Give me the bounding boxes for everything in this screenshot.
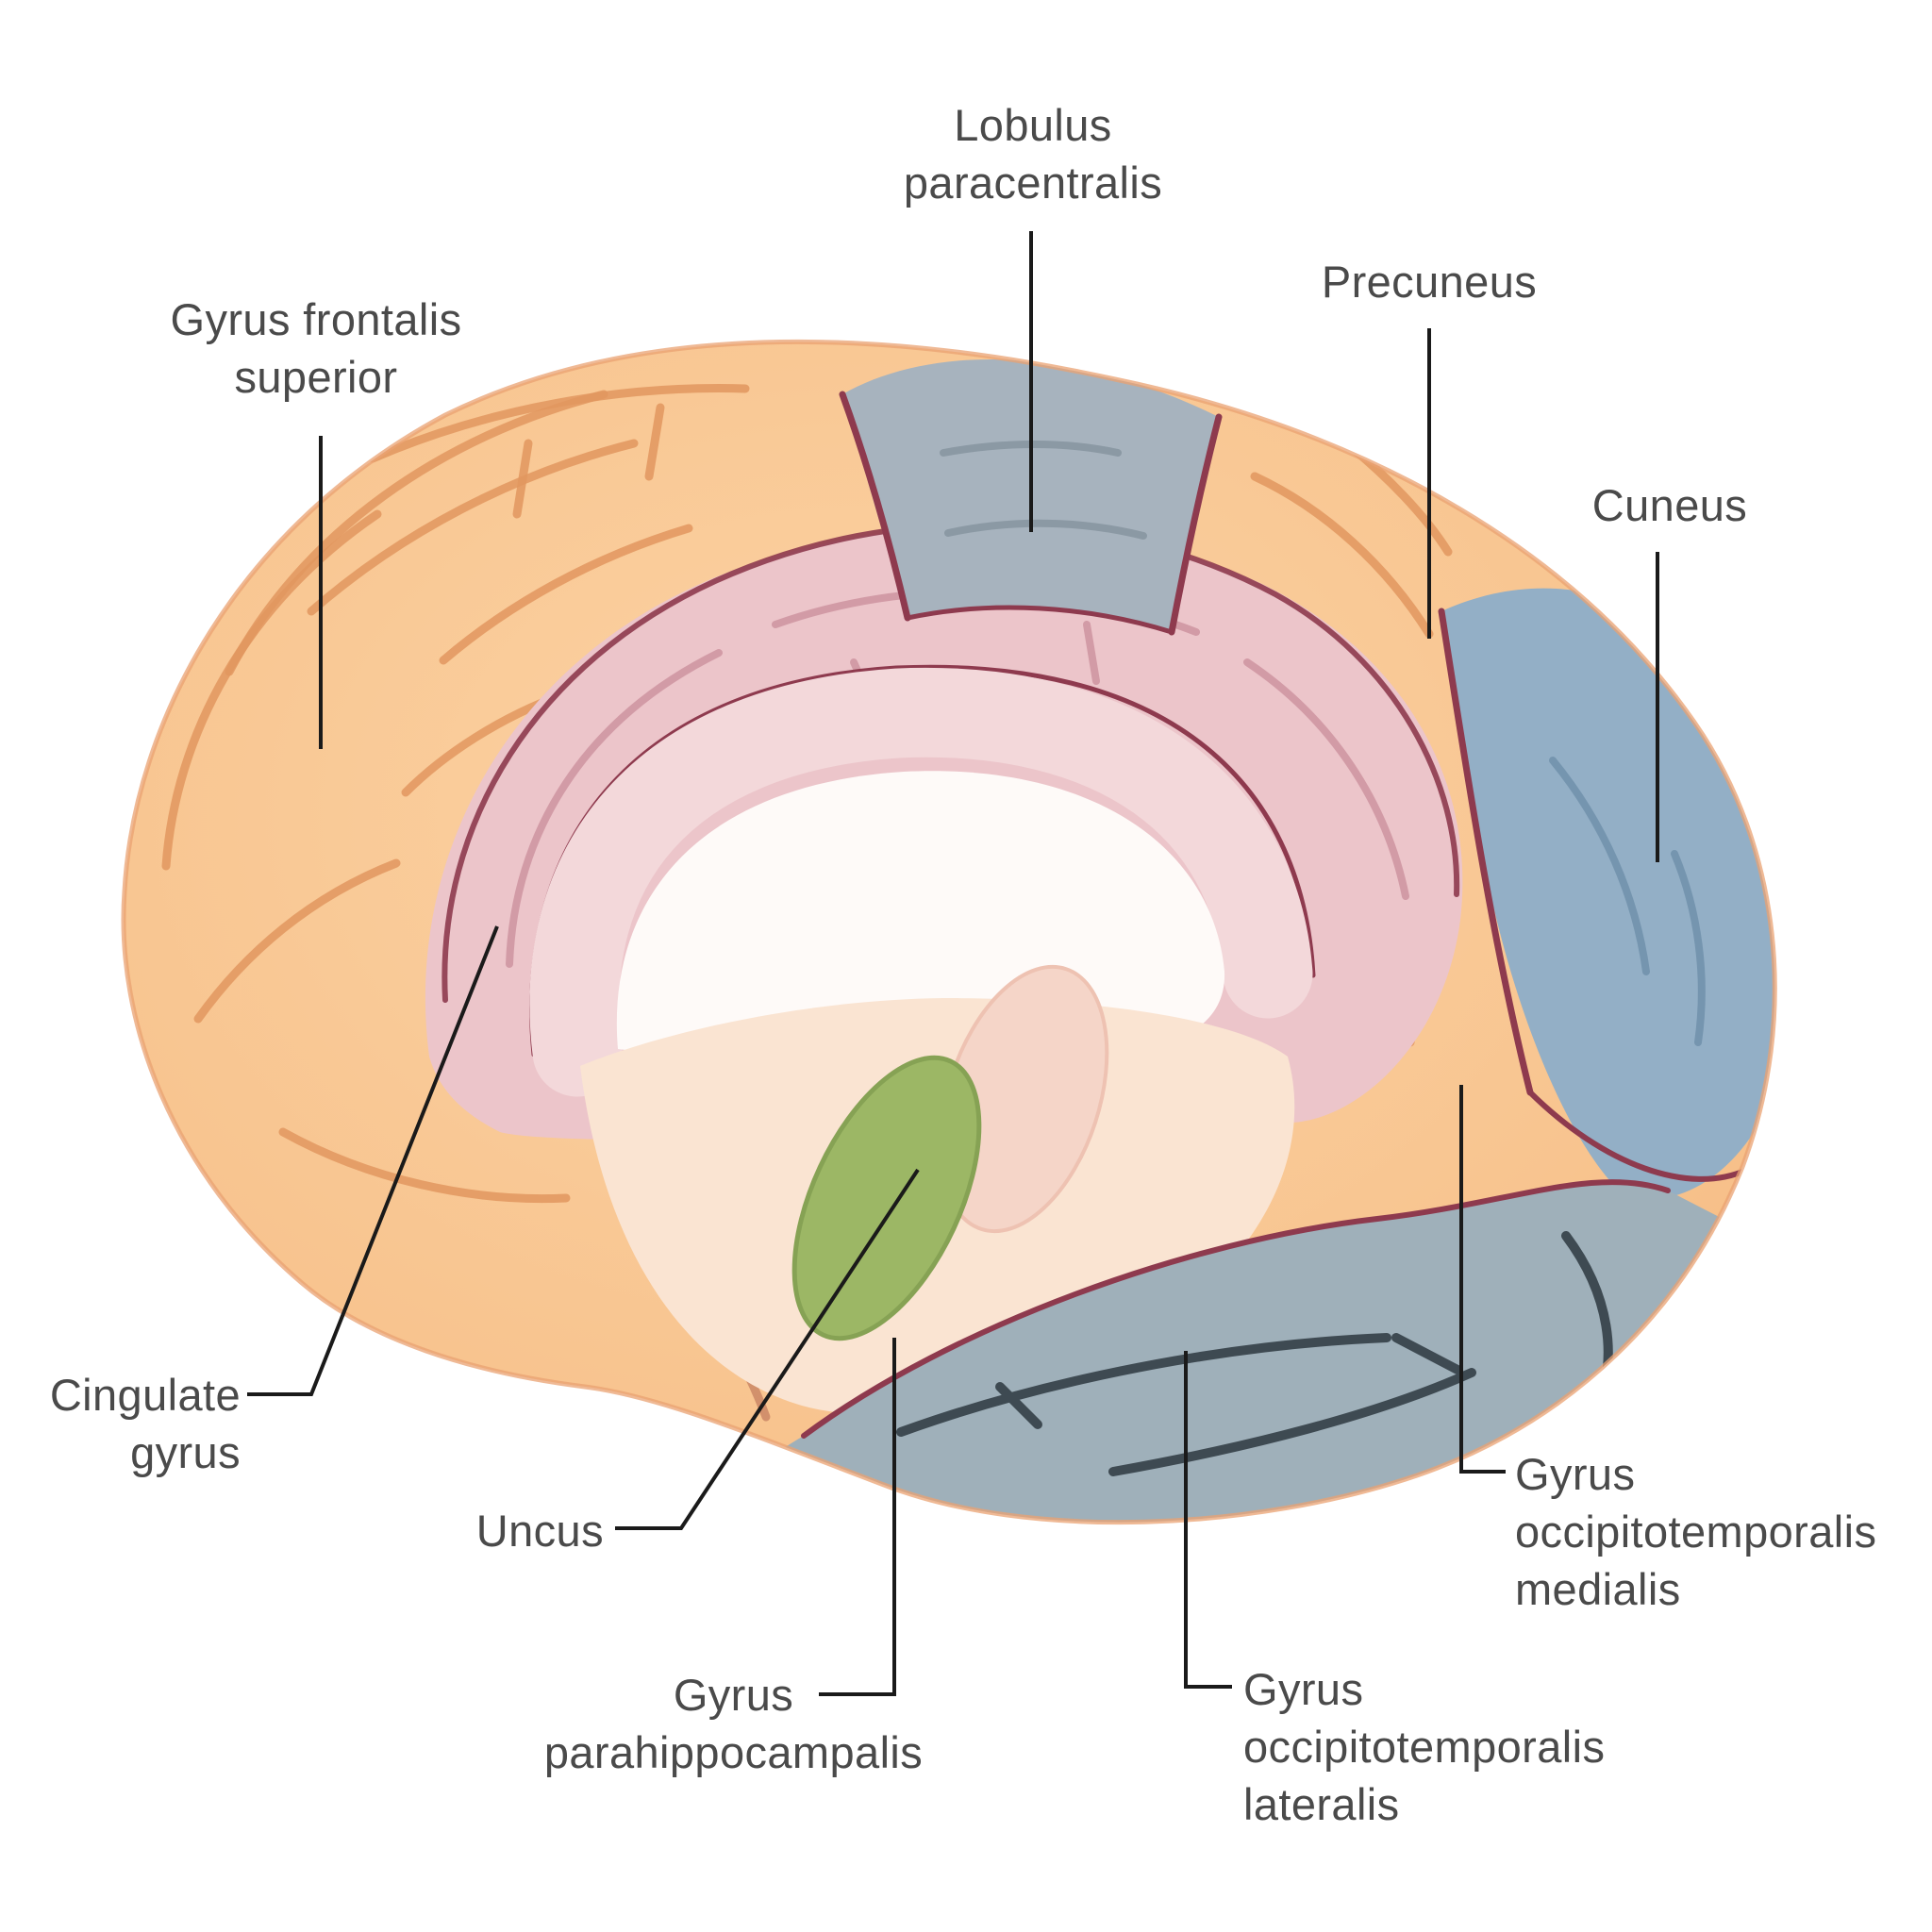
label-cuneus: Cuneus (1591, 480, 1748, 530)
frontal-sulcus-icon (307, 439, 639, 616)
paracentral-sulcus-icon (944, 519, 1147, 540)
label-precuneus: Precuneus (1321, 257, 1538, 307)
parieto-occipital-sulcus-line (1438, 608, 1534, 1096)
label-uncus: Uncus (475, 1506, 604, 1556)
label-lobulus-paracentralis: Lobulus paracentralis (903, 100, 1163, 208)
brain-outline (121, 339, 1777, 1525)
cingulate-sulcus-icon (1083, 621, 1100, 685)
frontal-sulcus-icon (644, 403, 665, 481)
leader-lines-group (247, 231, 1659, 1696)
paracentral-sulcus-icon (940, 441, 1122, 457)
label-gyrus-occipitotemporalis-medialis: Gyrus occipitotemporalis medialis (1515, 1449, 1877, 1615)
leader-uncus (615, 1168, 920, 1530)
leader-cingulate-gyrus (247, 925, 499, 1396)
corpus-callosum (529, 667, 1313, 1097)
temporal-sulcus-icon (1108, 1368, 1476, 1476)
paracentral-border-line (905, 605, 1174, 635)
temporal-sulcus-icon (995, 1382, 1042, 1429)
cuneus-sulcus-icon (1671, 850, 1706, 1046)
leader-gyrus-parahippocampalis (819, 1338, 896, 1696)
label-gyrus-occipitotemporalis-lateralis: Gyrus occipitotemporalis lateralis (1243, 1664, 1606, 1830)
brain-regions-group (123, 341, 1775, 1523)
calcarine-sulcus-line (1527, 1090, 1750, 1182)
frontal-sulcus-icon (512, 439, 533, 519)
cuneus-sulcus-icon (1549, 757, 1650, 975)
uncus-region (791, 1055, 982, 1341)
frontal-sulcus-icon (278, 1127, 571, 1204)
cingulate-sulcus-icon (506, 649, 723, 968)
leader-gyrus-occipitotemporalis-lateralis (1184, 1351, 1232, 1689)
label-gyrus-parahippocampalis: Gyrus parahippocampalis (543, 1670, 924, 1778)
cingulate-sulcus-icon (1243, 658, 1409, 900)
frontal-sulcus-icon (439, 524, 693, 665)
central-sulcus-line (839, 391, 911, 622)
parietal-sulcus-icon (1250, 472, 1434, 639)
temporal-sulcus-icon (1391, 1333, 1462, 1374)
frontal-sulcus-icon (368, 384, 750, 463)
temporal-sulcus-icon (896, 1333, 1391, 1437)
frontal-sulcus-icon (193, 858, 401, 1024)
label-cingulate-gyrus: Cingulate gyrus (49, 1370, 241, 1478)
leader-gyrus-occipitotemporalis-medialis (1459, 1085, 1506, 1474)
label-gyrus-frontalis-superior: Gyrus frontalis superior (170, 294, 462, 403)
collateral-sulcus-line (801, 1179, 1671, 1439)
marginal-sulcus-line (1168, 413, 1223, 636)
frontal-sulcus-icon (161, 509, 382, 871)
